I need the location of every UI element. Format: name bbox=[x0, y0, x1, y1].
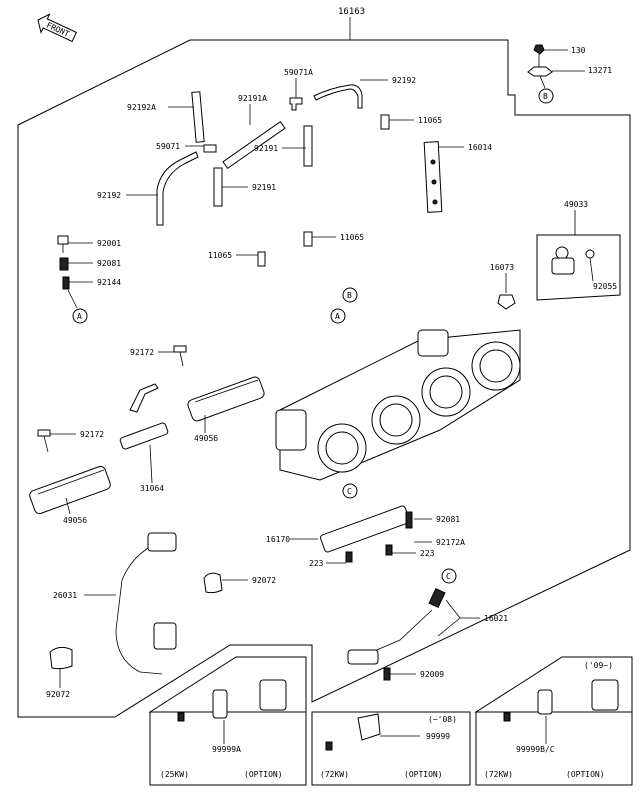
label-59071A: 59071A bbox=[284, 68, 313, 77]
ref-circle-b-mid bbox=[342, 287, 358, 303]
screw-92001-icon bbox=[57, 235, 69, 253]
option-box-25kw: 99999A (25KW) (OPTION) bbox=[148, 656, 307, 786]
label-92081-a: 92081 bbox=[97, 259, 121, 268]
ref-b-mid-label: B bbox=[347, 291, 352, 300]
label-92144: 92144 bbox=[97, 278, 121, 287]
front-arrow-icon: FRONT bbox=[37, 13, 78, 43]
label-13271: 13271 bbox=[588, 66, 612, 75]
ref-circle-c-mid bbox=[342, 483, 358, 499]
ref-circle-c-right bbox=[441, 568, 457, 584]
label-92081-b: 92081 bbox=[436, 515, 460, 524]
clamp-92072-b-icon bbox=[49, 646, 73, 670]
harness-26031-icon bbox=[115, 532, 177, 675]
bracket-13271-icon bbox=[527, 66, 553, 89]
label-49056-a: 49056 bbox=[194, 434, 218, 443]
label-92009: 92009 bbox=[420, 670, 444, 679]
label-92055: 92055 bbox=[593, 282, 617, 291]
label-11065-c: 11065 bbox=[340, 233, 364, 242]
label-92072-b: 92072 bbox=[46, 690, 70, 699]
ref-a-left-label: A bbox=[77, 312, 82, 321]
label-16163: 16163 bbox=[338, 7, 365, 17]
collar-92144-icon bbox=[62, 276, 70, 290]
assembly-outline bbox=[17, 39, 631, 718]
label-92172A: 92172A bbox=[436, 538, 465, 547]
option-box-72kw-a: (~'08) 99999 (72KW) (OPTION) bbox=[311, 711, 471, 786]
option-72kw-b-power: (72KW) bbox=[484, 770, 513, 779]
sensor-16021-icon bbox=[347, 587, 446, 665]
clamp-92072-a-icon bbox=[203, 572, 223, 594]
label-99999A: 99999A bbox=[212, 745, 241, 754]
option-25kw-option: (OPTION) bbox=[244, 770, 283, 779]
label-92191-a: 92191 bbox=[254, 144, 278, 153]
fuel-rail-49056-b-icon bbox=[29, 465, 111, 515]
label-49056-b: 49056 bbox=[63, 516, 87, 525]
label-11065-b: 11065 bbox=[208, 251, 232, 260]
ref-circle-a-mid bbox=[330, 308, 346, 324]
label-99999: 99999 bbox=[426, 732, 450, 741]
option-72kw-a-note: (~'08) bbox=[428, 715, 457, 724]
label-92192A: 92192A bbox=[127, 103, 156, 112]
ref-c-right-label: C bbox=[446, 572, 451, 581]
label-92192-left: 92192 bbox=[97, 191, 121, 200]
spring-92081-icon bbox=[59, 257, 69, 271]
label-99999BC: 99999B/C bbox=[516, 745, 555, 754]
option-72kw-b-note: ('09~) bbox=[584, 661, 613, 670]
sensor-16014-icon bbox=[423, 141, 443, 213]
vacuum-hose-set bbox=[156, 84, 390, 267]
label-31064: 31064 bbox=[140, 484, 164, 493]
label-16021: 16021 bbox=[484, 614, 508, 623]
label-223-b: 223 bbox=[309, 559, 324, 568]
ref-circle-b bbox=[538, 88, 554, 104]
label-92001: 92001 bbox=[97, 239, 121, 248]
label-92191A: 92191A bbox=[238, 94, 267, 103]
label-11065-a: 11065 bbox=[418, 116, 442, 125]
ref-b-label: B bbox=[543, 92, 548, 101]
label-16014: 16014 bbox=[468, 143, 492, 152]
option-box-72kw-b: ('09~) 99999B/C (72KW) (OPTION) bbox=[474, 656, 633, 786]
ref-circle-a-left bbox=[72, 308, 88, 324]
sensor-49033-icon bbox=[551, 246, 595, 275]
fuel-rail-49056-icon bbox=[187, 376, 265, 422]
option-25kw-power: (25KW) bbox=[160, 770, 189, 779]
label-16170: 16170 bbox=[266, 535, 290, 544]
throttle-body-assembly-icon bbox=[275, 329, 521, 481]
label-92192-top: 92192 bbox=[392, 76, 416, 85]
label-92191-b: 92191 bbox=[252, 183, 276, 192]
bolt-130-icon bbox=[533, 44, 545, 68]
option-72kw-a-option: (OPTION) bbox=[404, 770, 443, 779]
screw-92009-icon bbox=[383, 667, 391, 681]
label-92072-a: 92072 bbox=[252, 576, 276, 585]
option-72kw-b-option: (OPTION) bbox=[566, 770, 605, 779]
ref-c-mid-label: C bbox=[347, 487, 352, 496]
hose-31064-icon bbox=[119, 383, 169, 450]
ref-a-mid-label: A bbox=[335, 312, 340, 321]
label-223-a: 223 bbox=[420, 549, 435, 558]
label-59071: 59071 bbox=[156, 142, 180, 151]
label-92172-a: 92172 bbox=[130, 348, 154, 357]
label-92172-b: 92172 bbox=[80, 430, 104, 439]
option-72kw-a-power: (72KW) bbox=[320, 770, 349, 779]
nut-16073-icon bbox=[497, 294, 516, 310]
label-26031: 26031 bbox=[53, 591, 77, 600]
label-130: 130 bbox=[571, 46, 586, 55]
screw-92172-icon bbox=[173, 345, 187, 367]
label-16073: 16073 bbox=[490, 263, 514, 272]
screw-92172-b-icon bbox=[37, 429, 51, 453]
sensor-49033-box bbox=[536, 234, 621, 301]
sensor-16170-icon bbox=[319, 505, 413, 563]
label-49033: 49033 bbox=[564, 200, 588, 209]
